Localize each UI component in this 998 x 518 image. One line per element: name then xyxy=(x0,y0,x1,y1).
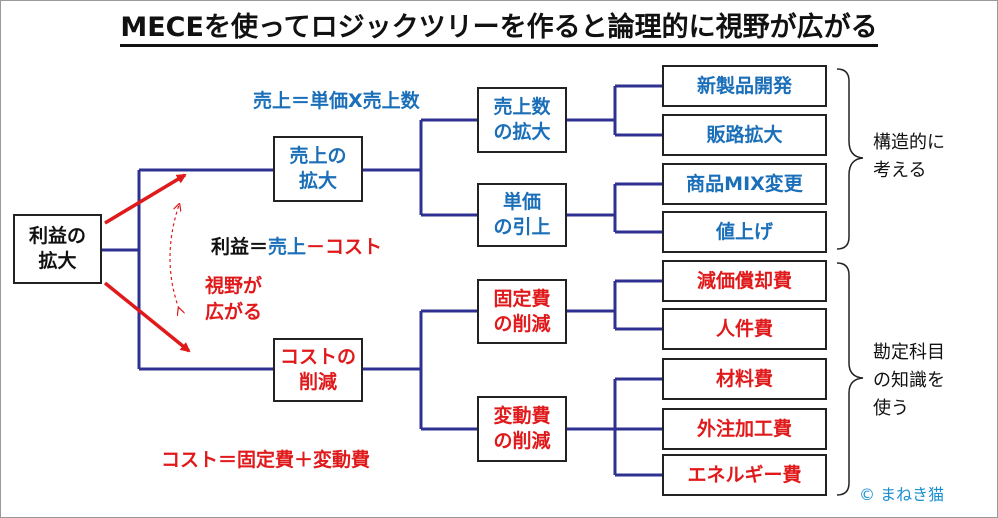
profit-cost: －コスト xyxy=(306,236,383,258)
title-text: MECEを使ってロジックツリーを作ると論理的に視野が広がる xyxy=(120,12,878,47)
page-title: MECEを使ってロジックツリーを作ると論理的に視野が広がる xyxy=(1,11,997,47)
sales-formula: 売上＝単価X売上数 xyxy=(253,90,420,112)
leaf-box: 減価償却費 xyxy=(662,260,827,302)
view-note: 視野が 広がる xyxy=(205,275,263,323)
expand-arrow-down xyxy=(103,281,191,353)
leaf-box: 新製品開発 xyxy=(662,65,827,107)
profit-sales: 売上 xyxy=(268,236,307,258)
cost-formula: コスト＝固定費＋変動費 xyxy=(161,449,371,471)
leaf-box: 材料費 xyxy=(662,358,827,400)
leaf-box: 販路拡大 xyxy=(662,114,827,156)
expand-arrow-up xyxy=(104,173,187,225)
credit-text: © まねき猫 xyxy=(859,485,945,504)
quantity-box: 売上数 の拡大 xyxy=(477,87,567,153)
leaf-box: 値上げ xyxy=(662,211,827,253)
leaf-box: 商品MIX変更 xyxy=(662,163,827,205)
leaf-box: エネルギー費 xyxy=(662,454,827,496)
view-curve-arrow xyxy=(169,205,179,309)
root-box: 利益の 拡大 xyxy=(13,214,102,284)
variable-cost-box: 変動費 の削減 xyxy=(477,396,567,462)
fixed-cost-box: 固定費 の削減 xyxy=(477,279,567,344)
side-note-accounts: 勘定科目 の知識を 使う xyxy=(873,342,945,419)
profit-formula: 利益＝売上－コスト xyxy=(211,235,382,259)
brace-structural xyxy=(836,68,864,250)
leaf-box: 人件費 xyxy=(662,308,827,350)
brace-accounts xyxy=(836,262,864,496)
side-note-structural: 構造的に 考える xyxy=(873,132,945,181)
sales-box: 売上の 拡大 xyxy=(273,136,363,202)
profit-prefix: 利益＝ xyxy=(211,236,269,258)
cost-box: コストの削減 xyxy=(273,338,363,402)
leaf-box: 外注加工費 xyxy=(662,408,827,450)
price-box: 単価 の引上 xyxy=(477,183,567,247)
